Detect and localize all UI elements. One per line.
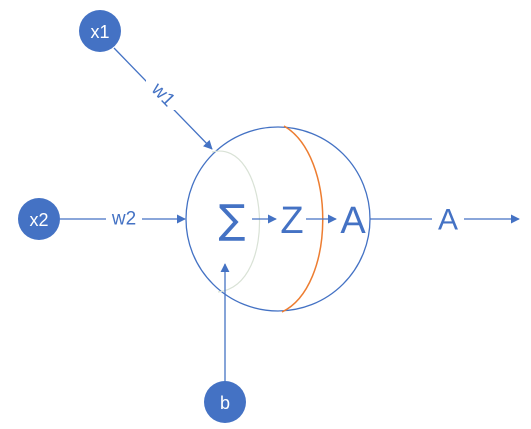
neuron-inner-arc	[211, 150, 261, 293]
w2-label-mask	[106, 207, 142, 231]
input-node-x2-label: x2	[29, 210, 48, 230]
activation-label: A	[340, 200, 366, 242]
weight-w2-label: w2	[111, 209, 136, 230]
z-label: Z	[280, 200, 303, 242]
input-node-x1-label: x1	[90, 22, 109, 42]
activation-divider	[281, 125, 324, 313]
output-label-mask	[432, 200, 464, 238]
output-label: A	[438, 204, 458, 237]
bias-node-b-label: b	[220, 393, 230, 413]
input-node-x1	[79, 10, 121, 52]
w1-label-mask	[146, 80, 180, 110]
bias-node-b	[204, 381, 246, 423]
input-node-x2	[18, 198, 60, 240]
sum-symbol: ∑	[219, 197, 246, 243]
